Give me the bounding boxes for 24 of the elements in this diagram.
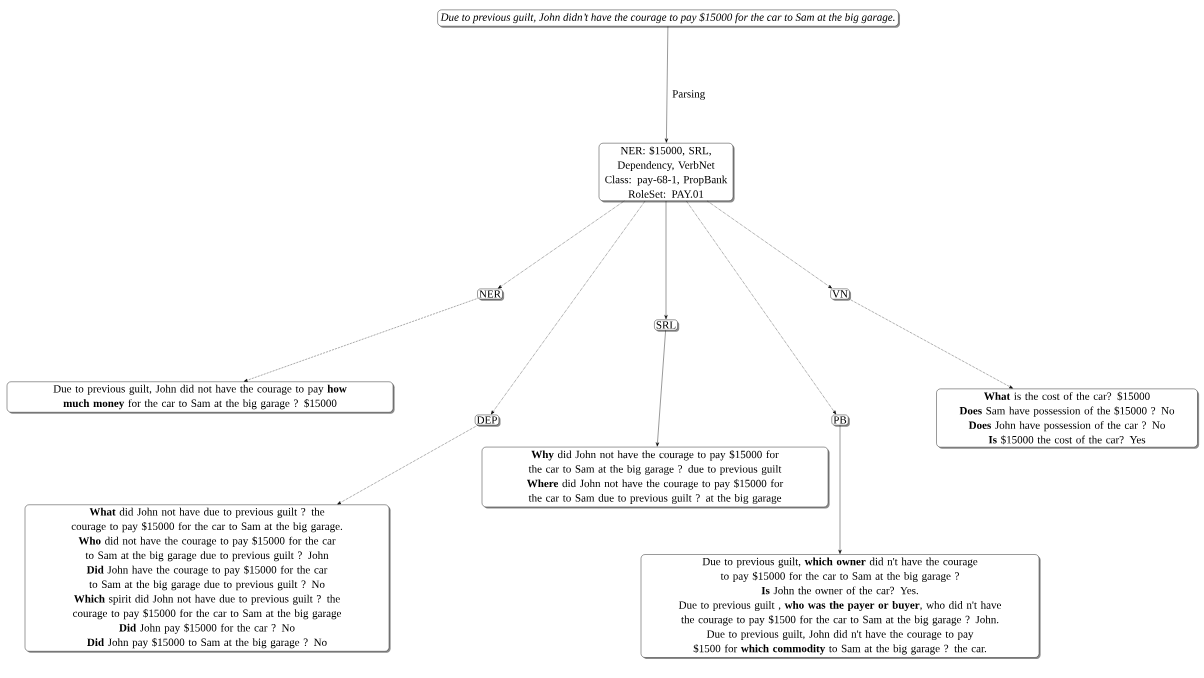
question-box: What did John not have due to previous guilt ? the courage to pay $15000 for the car to Sam at the big garage. Who did not have the courage to pay $15000 for the car to Sam at the big garage due to previous guilt ? John Did John have the courage to pay $15000 for the car to Sam at the big garage due to previous guilt ? No Which spirit did John not have due to previous guilt ? the courage to pay $15000 for the car to Sam at the big garage Did John pay $15000 for the car ? No Did John pay $15000 to Sam at the big garage ? No bbox=[24, 504, 391, 653]
arrow bbox=[664, 26, 669, 143]
method-tag: PB bbox=[831, 414, 850, 427]
method-tag: SRL bbox=[654, 319, 680, 332]
question-box: Why did John not have the courage to pay $15000 for the car to Sam at the big garage ? due to previous guilt Where did John not have the courage to pay $15000 for the car to Sam due to previous guilt ? at the big garage bbox=[481, 446, 830, 509]
arrow bbox=[849, 298, 1013, 389]
arrow bbox=[838, 425, 842, 554]
arrow bbox=[491, 200, 646, 415]
edge-label: Parsing bbox=[671, 89, 707, 101]
question-box: Due to previous guilt, John did not have the courage to pay how much money for the car to Sam at the big garage ? $15000 bbox=[6, 381, 395, 414]
method-tag: DEP bbox=[474, 414, 501, 427]
arrow bbox=[707, 200, 832, 289]
parse-box: NER: $15000, SRL, Dependency, VerbNet Class: pay-68-1, PropBank RoleSet: PAY.01 bbox=[598, 143, 735, 203]
question-box: Due to previous guilt, which owner did n't have the courage to pay $15000 for the car to Sam at the big garage ? Is John the owner of the car? Yes. Due to previous guilt , who was the payer or buyer, who did n't have the courage to pay $1500 for the car to Sam at the big garage ? John. Due to previous guilt, John did n't have the courage to pay $1500 for which commodity to Sam at the big garage ? the car. bbox=[640, 554, 1041, 660]
method-tag: VN bbox=[830, 288, 852, 301]
method-tag: NER bbox=[477, 288, 505, 301]
sentence-box: Due to previous guilt, John didn’t have the courage to pay $15000 for the car to Sam at the big garage. bbox=[437, 9, 900, 28]
arrow bbox=[337, 425, 478, 505]
arrow bbox=[664, 200, 668, 320]
question-box: What is the cost of the car? $15000 Does Sam have possession of the $15000 ? No Does John have possession of the car ? No Is $15000 the cost of the car? Yes bbox=[936, 388, 1200, 449]
arrow bbox=[686, 200, 837, 415]
arrow bbox=[498, 200, 625, 289]
arrow bbox=[655, 330, 666, 447]
arrow bbox=[244, 298, 478, 382]
